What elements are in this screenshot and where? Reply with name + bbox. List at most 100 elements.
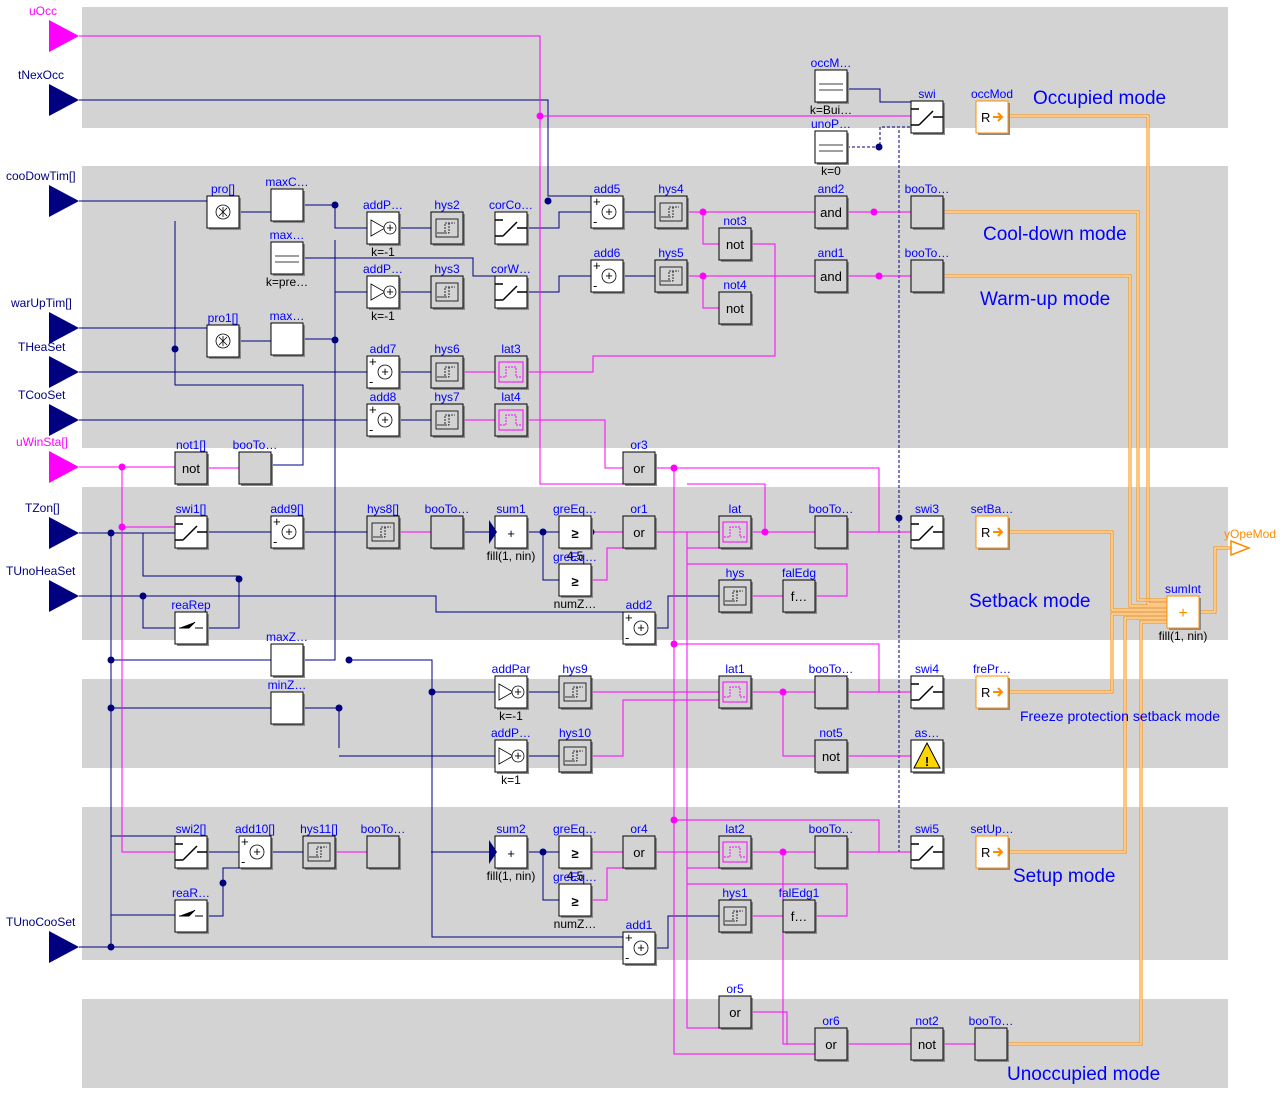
input-warUpTim[interactable]: warUpTim[] bbox=[10, 296, 79, 344]
block-minZ[interactable]: minZ… bbox=[268, 678, 307, 726]
block-addP3[interactable]: +addP…k=1 bbox=[491, 726, 531, 787]
input-uWinSta[interactable]: uWinSta[] bbox=[16, 435, 79, 483]
input-TUnoHeaSet-triangle[interactable] bbox=[49, 580, 79, 612]
block-setBa[interactable]: RsetBa… bbox=[971, 502, 1014, 550]
block-add7[interactable]: ++-add7 bbox=[366, 342, 401, 390]
input-uWinSta-triangle[interactable] bbox=[49, 451, 79, 483]
block-hys4[interactable]: hys4 bbox=[654, 182, 689, 230]
block-maxZ-body[interactable] bbox=[270, 643, 304, 677]
block-lat3[interactable]: lat3 bbox=[494, 342, 529, 390]
block-falEdg1-body[interactable] bbox=[782, 899, 816, 933]
block-add2[interactable]: ++-add2 bbox=[622, 598, 657, 646]
block-add1[interactable]: ++-add1 bbox=[622, 918, 657, 966]
block-corCo[interactable]: corCo… bbox=[489, 198, 533, 246]
block-reaRep[interactable]: reaRep bbox=[171, 598, 211, 646]
block-setUp[interactable]: RsetUp… bbox=[970, 822, 1014, 870]
block-booTo9-body[interactable] bbox=[974, 1027, 1008, 1061]
block-hys11[interactable]: hys11[] bbox=[300, 822, 338, 870]
block-greEq3[interactable]: ≥greEq…4.5 bbox=[553, 822, 597, 883]
block-hys3[interactable]: hys3 bbox=[430, 262, 465, 310]
input-cooDowTim[interactable]: cooDowTim[] bbox=[6, 169, 79, 217]
block-booTo4[interactable]: booTo… bbox=[425, 502, 470, 550]
block-maxC-body[interactable] bbox=[270, 188, 304, 222]
block-hys10[interactable]: hys10 bbox=[558, 726, 593, 774]
input-TUnoCooSet[interactable]: TUnoCooSet bbox=[6, 915, 79, 963]
input-uOcc-triangle[interactable] bbox=[49, 20, 79, 52]
input-tNexOcc-triangle[interactable] bbox=[49, 84, 79, 116]
block-booTo8[interactable]: booTo… bbox=[809, 822, 854, 870]
block-swi[interactable]: swi bbox=[910, 87, 945, 135]
block-reaR[interactable]: reaR… bbox=[172, 886, 210, 934]
input-THeaSet[interactable]: THeaSet bbox=[18, 340, 79, 388]
block-hys8[interactable]: hys8[] bbox=[366, 502, 401, 550]
block-or5-body[interactable] bbox=[718, 995, 752, 1029]
block-hys6[interactable]: hys6 bbox=[430, 342, 465, 390]
block-max[interactable]: max…k=pre… bbox=[266, 228, 308, 289]
block-addPar1[interactable]: +addP…k=-1 bbox=[363, 198, 403, 259]
block-falEdg-body[interactable] bbox=[782, 579, 816, 613]
block-booTo2-body[interactable] bbox=[910, 259, 944, 293]
block-max2[interactable]: max… bbox=[270, 309, 305, 357]
block-booTo1[interactable]: booTo… bbox=[905, 182, 950, 230]
input-tNexOcc[interactable]: tNexOcc bbox=[18, 68, 79, 116]
block-booTo9[interactable]: booTo… bbox=[969, 1014, 1014, 1062]
block-unoP-body[interactable] bbox=[814, 130, 848, 164]
block-or3-body[interactable] bbox=[622, 451, 656, 485]
block-booTo7-body[interactable] bbox=[366, 835, 400, 869]
block-swi3[interactable]: swi3 bbox=[910, 502, 945, 550]
block-minZ-body[interactable] bbox=[270, 691, 304, 725]
block-greEq2-body[interactable] bbox=[558, 563, 592, 597]
block-frePr[interactable]: RfrePr… bbox=[973, 662, 1011, 710]
block-booTo4-body[interactable] bbox=[430, 515, 464, 549]
block-lat1[interactable]: lat1 bbox=[718, 662, 753, 710]
block-or4-body[interactable] bbox=[622, 835, 656, 869]
block-falEdg[interactable]: f…falEdg bbox=[782, 566, 817, 614]
output-yopemod-arrow[interactable] bbox=[1230, 539, 1252, 557]
block-greEq1-body[interactable] bbox=[558, 515, 592, 549]
input-TCooSet-triangle[interactable] bbox=[49, 404, 79, 436]
block-booTo5-body[interactable] bbox=[814, 515, 848, 549]
block-max2-body[interactable] bbox=[270, 322, 304, 356]
block-pro[interactable]: pro[] bbox=[206, 182, 241, 230]
block-occM[interactable]: occM…k=Bui… bbox=[810, 56, 852, 117]
block-hys9[interactable]: hys9 bbox=[558, 662, 593, 710]
block-hys5[interactable]: hys5 bbox=[654, 246, 689, 294]
block-and2-body[interactable] bbox=[814, 195, 848, 229]
block-or6-body[interactable] bbox=[814, 1027, 848, 1061]
block-sum2-body[interactable] bbox=[494, 835, 528, 869]
block-lat[interactable]: lat bbox=[718, 502, 753, 550]
block-greEq1[interactable]: ≥greEq…4.5 bbox=[553, 502, 597, 563]
block-booTo6-body[interactable] bbox=[814, 675, 848, 709]
input-TUnoHeaSet[interactable]: TUnoHeaSet bbox=[6, 564, 79, 612]
block-corW[interactable]: corW… bbox=[491, 262, 531, 310]
input-TZon-triangle[interactable] bbox=[49, 517, 79, 549]
block-as[interactable]: !as… bbox=[910, 726, 945, 774]
block-swi5[interactable]: swi5 bbox=[910, 822, 945, 870]
input-TUnoCooSet-triangle[interactable] bbox=[49, 931, 79, 963]
block-hys[interactable]: hys bbox=[718, 566, 753, 614]
block-booTo6[interactable]: booTo… bbox=[809, 662, 854, 710]
input-THeaSet-triangle[interactable] bbox=[49, 356, 79, 388]
block-hys1[interactable]: hys1 bbox=[718, 886, 753, 934]
block-falEdg1[interactable]: f…falEdg1 bbox=[779, 886, 820, 934]
block-add10[interactable]: ++-add10[] bbox=[235, 822, 275, 870]
block-booTo1-body[interactable] bbox=[910, 195, 944, 229]
output-connector[interactable]: yOpeMod bbox=[1224, 527, 1276, 557]
block-add6[interactable]: ++-add6 bbox=[590, 246, 625, 294]
block-not3-body[interactable] bbox=[718, 227, 752, 261]
block-add9[interactable]: ++-add9[] bbox=[270, 502, 305, 550]
block-maxC[interactable]: maxC… bbox=[265, 175, 309, 223]
